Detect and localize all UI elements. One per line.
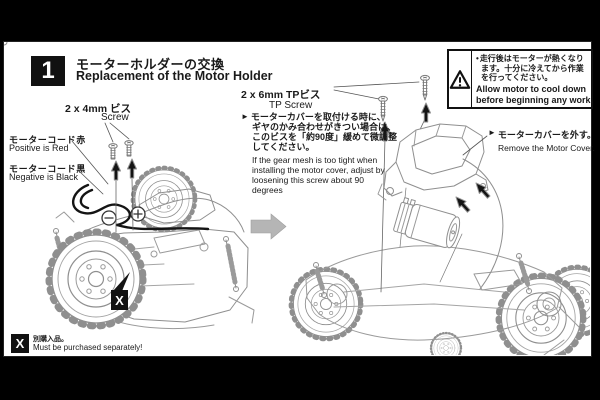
cord-black-label-ja: モーターコード黒: [9, 164, 86, 174]
x-badge: X: [111, 290, 128, 310]
screw-2x4mm-icon: [108, 143, 118, 160]
legend-ja: 別購入品。: [33, 336, 68, 343]
cord-black-label-en: Negative is Black: [9, 172, 79, 182]
remove-cover-label: ►モーターカバーを外す。 Remove the Motor Cover.: [488, 128, 596, 153]
step-number: 1: [41, 57, 55, 84]
screw-callout-ja: 2 x 4mm ビス: [65, 103, 131, 115]
gear-note-ja-line3: このビスを「約90度」緩めて微調整: [252, 132, 398, 142]
gear-note-en-line4: degrees: [252, 185, 283, 195]
insert-up-arrow-icon: [421, 102, 431, 123]
remove-cover-ja: ►モーターカバーを外す。: [488, 128, 597, 140]
manual-page: 1 モーターホルダーの交換 Replacement of the Motor H…: [3, 41, 596, 357]
warning-ja-line2: ます。十分に冷えてから作業: [481, 63, 584, 73]
legend-en: Must be purchased separately!: [33, 343, 143, 352]
minus-terminal-icon: [101, 210, 117, 226]
warning-en-line1: Allow motor to cool down: [476, 83, 586, 94]
remove-cover-en: Remove the Motor Cover.: [498, 143, 595, 153]
tp-screw-2x6mm-icon: [420, 74, 430, 101]
next-step-arrow-icon: [250, 213, 287, 240]
step-title-en: Replacement of the Motor Holder: [76, 69, 273, 83]
warning-en-line2: before beginning any work.: [476, 94, 594, 105]
cord-leader-lines: [71, 140, 109, 195]
plus-terminal-icon: [130, 206, 146, 222]
right-front-wheel: [291, 269, 361, 339]
gear-mesh-note: ►モーターカバーを取付ける時に、 ギヤのかみ合わせがきつい場合は、 このビスを「…: [241, 112, 398, 195]
insert-up-arrow-icon: [127, 158, 137, 179]
tp-screw-callout-ja: 2 x 6mm TPビス: [241, 89, 321, 101]
warning-text: •走行後はモーターが熱くなり ます。十分に冷えてから作業 を行ってください。 A…: [472, 51, 595, 107]
gear-note-en-line2: installing the motor cover, adjust by: [252, 165, 385, 175]
x-badge-pointer: [113, 272, 130, 291]
bullet: •: [476, 54, 479, 63]
legend-x-badge: X: [11, 334, 29, 353]
step-number-box: 1: [31, 56, 65, 86]
tp-screw-leader-lines: [333, 81, 420, 100]
motor-cover-illustration: [377, 123, 489, 201]
pointer-icon: ►: [488, 128, 496, 137]
right-chassis-illustration: [291, 74, 590, 355]
step-title-ja: モーターホルダーの交換: [76, 57, 225, 72]
screw-2x4mm-icon: [124, 140, 134, 157]
warning-ja-line3: を行ってください。: [481, 73, 553, 82]
right-center-gear: [429, 331, 463, 355]
remove-direction-arrow-icon: [472, 179, 493, 201]
left-chassis-illustration: [4, 42, 255, 329]
right-rear-wheel: [499, 276, 584, 355]
remove-direction-arrow-icon: [452, 193, 473, 215]
right-shock-absorbers: [313, 253, 532, 298]
diagram-art: [4, 42, 590, 355]
gear-note-en-line3: loosening this screw about 90: [252, 175, 364, 185]
motor-illustration: [393, 197, 461, 249]
tp-screw-callout-en: TP Screw: [269, 100, 313, 111]
gear-note-en-line1: If the gear mesh is too tight when: [252, 155, 378, 165]
warning-box: •走行後はモーターが熱くなり ます。十分に冷えてから作業 を行ってください。 A…: [447, 49, 593, 109]
warning-icon-cell: [449, 51, 472, 107]
gear-note-ja-line1: ►モーターカバーを取付ける時に、: [241, 112, 386, 122]
cord-red-label-ja: モーターコード赤: [9, 135, 86, 145]
screw-leader-lines: [104, 122, 130, 143]
gear-note-ja-line4: してください。: [252, 142, 315, 152]
pointer-icon: ►: [241, 112, 249, 121]
left-front-wheel: [49, 232, 143, 326]
cord-red-label-en: Positive is Red: [9, 143, 69, 153]
motor-cord: [72, 183, 210, 231]
warning-ja-line1: •走行後はモーターが熱くなり: [476, 54, 584, 63]
warning-triangle-icon: [449, 69, 471, 89]
gear-note-ja-line2: ギヤのかみ合わせがきつい場合は、: [252, 122, 397, 132]
screw-callout-en: Screw: [101, 112, 129, 123]
insert-up-arrow-icon: [111, 160, 121, 181]
